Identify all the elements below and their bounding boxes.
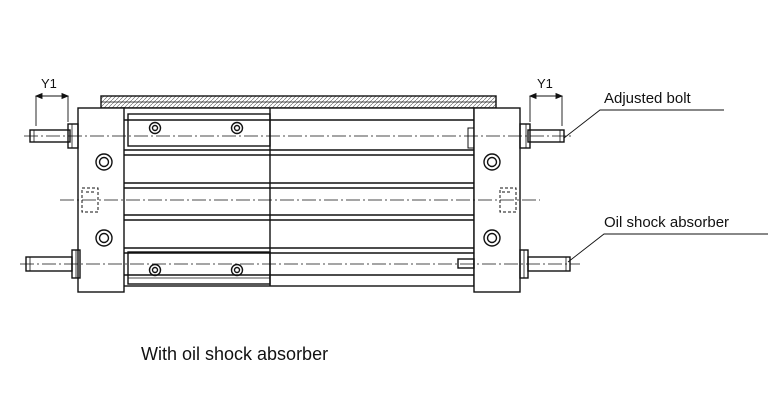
adjusted-bolt-label: Adjusted bolt [604,90,692,107]
slider-screws [148,121,244,277]
top-rail [100,95,497,109]
y1-dimension-left [34,92,70,126]
slider-block [127,113,271,285]
y1-label-right: Y1 [537,76,553,91]
leader-oil-shock-absorber [567,233,768,263]
y1-label-left: Y1 [41,76,57,91]
y1-dimension-right [528,92,564,126]
stop-plug [457,127,475,269]
figure-caption: With oil shock absorber [141,344,329,364]
center-lines [20,135,580,265]
leader-adjusted-bolt [563,109,724,139]
cylinder-body [121,107,475,287]
end-block-screws [95,153,501,247]
oil-shock-absorber-label: Oil shock absorber [604,214,729,231]
